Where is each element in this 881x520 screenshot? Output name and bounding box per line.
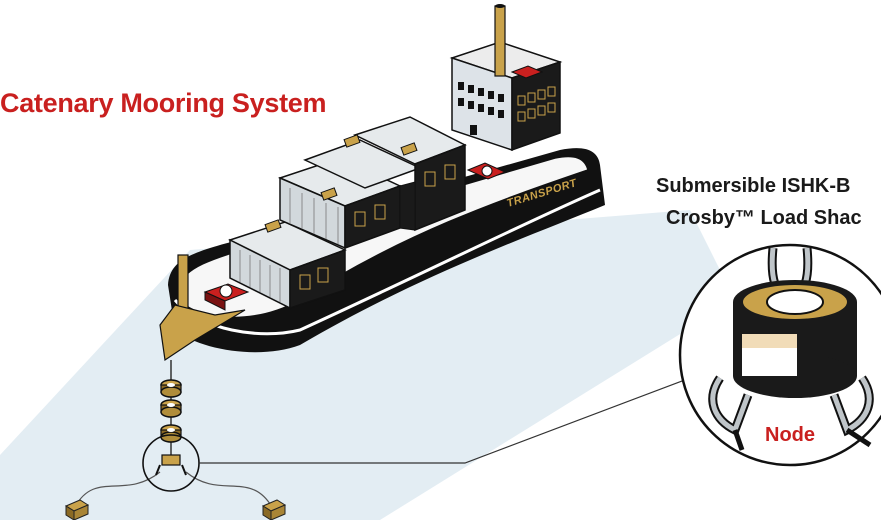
callout-label-line2: Crosby™ Load Shac	[666, 207, 862, 229]
callout-label-line1: Submersible ISHK-B	[656, 175, 851, 197]
chain-links	[160, 379, 182, 443]
mooring-line-right	[185, 471, 273, 508]
ship-illustration: TRANSPORT	[159, 4, 605, 362]
shackle-icon	[155, 454, 187, 476]
anchor-icon	[261, 499, 287, 520]
anchor-icon	[64, 499, 90, 520]
callout-leader-line	[199, 377, 691, 464]
load-shackle-detail	[678, 243, 881, 467]
node-label: Node	[765, 424, 815, 446]
page-title: Catenary Mooring System	[0, 88, 327, 118]
